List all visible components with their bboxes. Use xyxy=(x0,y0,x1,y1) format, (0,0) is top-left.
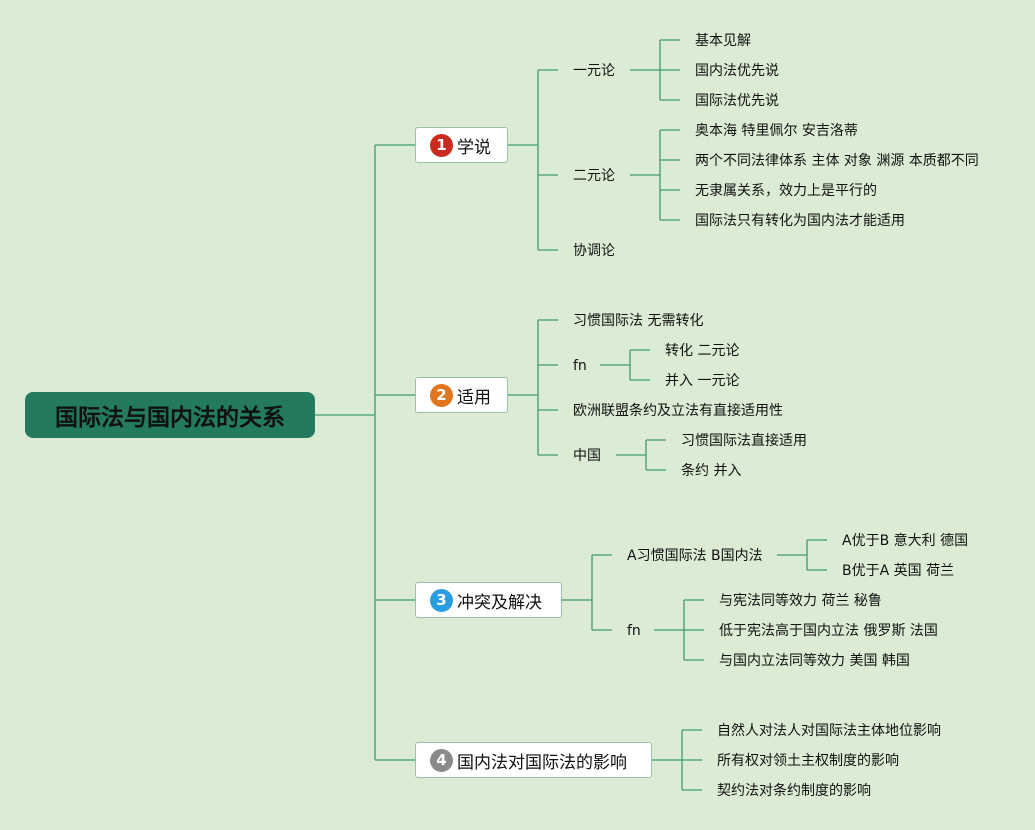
number-badge-4: 4 xyxy=(430,748,453,772)
branch-node-application[interactable]: 2 适用 xyxy=(415,377,508,413)
sub-node-fn[interactable]: fn xyxy=(573,358,587,374)
leaf-node[interactable]: 所有权对领土主权制度的影响 xyxy=(717,753,899,769)
number-badge-3: 3 xyxy=(430,588,453,612)
leaf-node[interactable]: 国内法优先说 xyxy=(695,63,779,79)
branch-node-theory[interactable]: 1 学说 xyxy=(415,127,508,163)
branch-label: 国内法对国际法的影响 xyxy=(457,752,627,773)
root-node[interactable]: 国际法与国内法的关系 xyxy=(25,392,315,438)
leaf-node[interactable]: 与国内立法同等效力 美国 韩国 xyxy=(719,653,910,669)
sub-node[interactable]: A习惯国际法 B国内法 xyxy=(627,548,763,564)
number-badge-1: 1 xyxy=(430,133,453,157)
leaf-node[interactable]: 国际法只有转化为国内法才能适用 xyxy=(695,213,905,229)
leaf-node[interactable]: 奥本海 特里佩尔 安吉洛蒂 xyxy=(695,123,858,139)
leaf-node[interactable]: 基本见解 xyxy=(695,33,751,49)
leaf-node[interactable]: 并入 一元论 xyxy=(665,373,740,389)
leaf-node[interactable]: A优于B 意大利 德国 xyxy=(842,533,969,549)
number-badge-2: 2 xyxy=(430,383,453,407)
sub-node-china[interactable]: 中国 xyxy=(573,448,601,464)
leaf-node[interactable]: 与宪法同等效力 荷兰 秘鲁 xyxy=(719,593,882,609)
branch-label: 学说 xyxy=(457,137,491,158)
branch-node-conflict[interactable]: 3 冲突及解决 xyxy=(415,582,562,618)
branch-label: 冲突及解决 xyxy=(457,592,542,613)
leaf-node[interactable]: 国际法优先说 xyxy=(695,93,779,109)
leaf-node[interactable]: B优于A 英国 荷兰 xyxy=(842,563,955,579)
leaf-node[interactable]: 转化 二元论 xyxy=(665,343,740,359)
sub-node[interactable]: 习惯国际法 无需转化 xyxy=(573,313,704,329)
sub-node-dualism[interactable]: 二元论 xyxy=(573,168,615,184)
branch-node-influence[interactable]: 4 国内法对国际法的影响 xyxy=(415,742,652,778)
sub-node-coordination[interactable]: 协调论 xyxy=(573,243,615,259)
leaf-node[interactable]: 契约法对条约制度的影响 xyxy=(717,783,871,799)
leaf-node[interactable]: 无隶属关系，效力上是平行的 xyxy=(695,183,877,199)
leaf-node[interactable]: 习惯国际法直接适用 xyxy=(681,433,807,449)
sub-node-monism[interactable]: 一元论 xyxy=(573,63,615,79)
leaf-node[interactable]: 自然人对法人对国际法主体地位影响 xyxy=(717,723,941,739)
sub-node-fn[interactable]: fn xyxy=(627,623,641,639)
sub-node[interactable]: 欧洲联盟条约及立法有直接适用性 xyxy=(573,403,783,419)
branch-label: 适用 xyxy=(457,387,491,408)
leaf-node[interactable]: 两个不同法律体系 主体 对象 渊源 本质都不同 xyxy=(695,153,979,169)
leaf-node[interactable]: 条约 并入 xyxy=(681,463,742,479)
leaf-node[interactable]: 低于宪法高于国内立法 俄罗斯 法国 xyxy=(719,623,938,639)
